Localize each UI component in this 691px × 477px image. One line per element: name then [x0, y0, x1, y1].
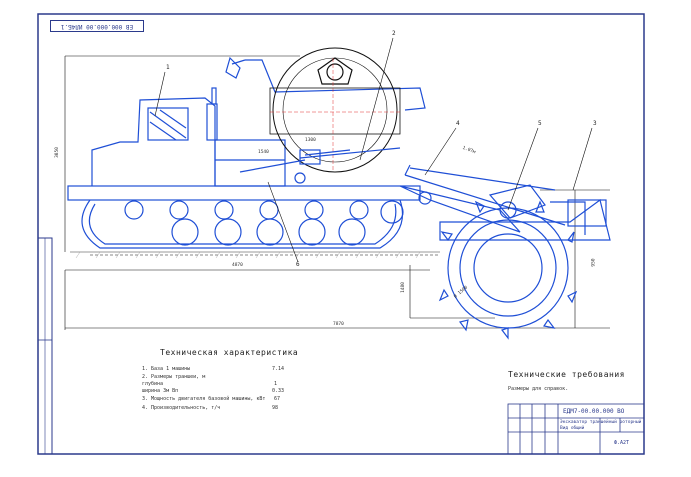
title-block-name: Экскаватор траншейный роторный [560, 420, 642, 425]
drawing-stamp: ЕВ 000.000.00 ИЛ4Б.1 [50, 20, 144, 32]
spec-row-label: 3. Мощность двигателя базовой машины, кВ… [142, 396, 266, 402]
spec-row-label: 2. Размеры траншеи, м [142, 374, 206, 380]
dim-body-length: 7870 [333, 322, 344, 327]
callout-2: 2 [392, 30, 396, 37]
conveyor-drum [272, 47, 398, 173]
title-block-type: Вид общий [560, 426, 585, 431]
track-belt [81, 199, 404, 249]
dim-a: 1540 [258, 150, 269, 155]
spec-row-label: 1. База 1 машины [142, 366, 191, 372]
spec-row-label: глубина [142, 381, 164, 387]
track-frame [67, 185, 421, 201]
title-block-lines [507, 403, 645, 455]
requirements-title: Технические требования [508, 370, 625, 379]
spec-row-value: 98 [272, 405, 279, 411]
cab-window [147, 107, 189, 141]
spec-row-value: 1 [274, 381, 278, 387]
leader-lines [154, 37, 593, 263]
callout-3: 3 [593, 120, 597, 127]
spec-row-value: 7.14 [272, 366, 285, 372]
cab-body [91, 97, 216, 186]
title-block-code: ЕДМ7-00.00.000 ВО [563, 408, 625, 415]
spec-row-label: 4. Производительность, т/ч [142, 405, 221, 411]
dim-height: 3050 [54, 147, 60, 158]
spec-row-value: 0.33 [272, 388, 285, 394]
callout-6: 6 [296, 261, 300, 268]
dim-chassis-height: 950 [591, 258, 597, 267]
dimension-lines [64, 55, 610, 330]
spec-row-label: ширина 3м Вп [142, 388, 179, 394]
sheet-frame [37, 13, 645, 455]
callout-4: 4 [456, 120, 460, 127]
machine-drawing [67, 47, 611, 340]
dim-b: 1300 [305, 138, 316, 143]
boom-frame [245, 59, 426, 111]
dim-rotor-height: 1480 [400, 282, 406, 293]
requirements-text: Размеры для справок. [508, 386, 569, 392]
dim-overall-length: 4870 [232, 263, 243, 268]
callout-5: 5 [538, 120, 542, 127]
title-block-format: Ф.А2Т [614, 440, 630, 446]
characteristics-title: Техническая характеристика [160, 348, 299, 357]
ground-hatch [70, 251, 440, 259]
rotor-wheel [447, 207, 569, 329]
callout-1: 1 [166, 64, 170, 71]
spec-row-value: 67 [274, 396, 281, 402]
rotor-housing [567, 199, 607, 227]
